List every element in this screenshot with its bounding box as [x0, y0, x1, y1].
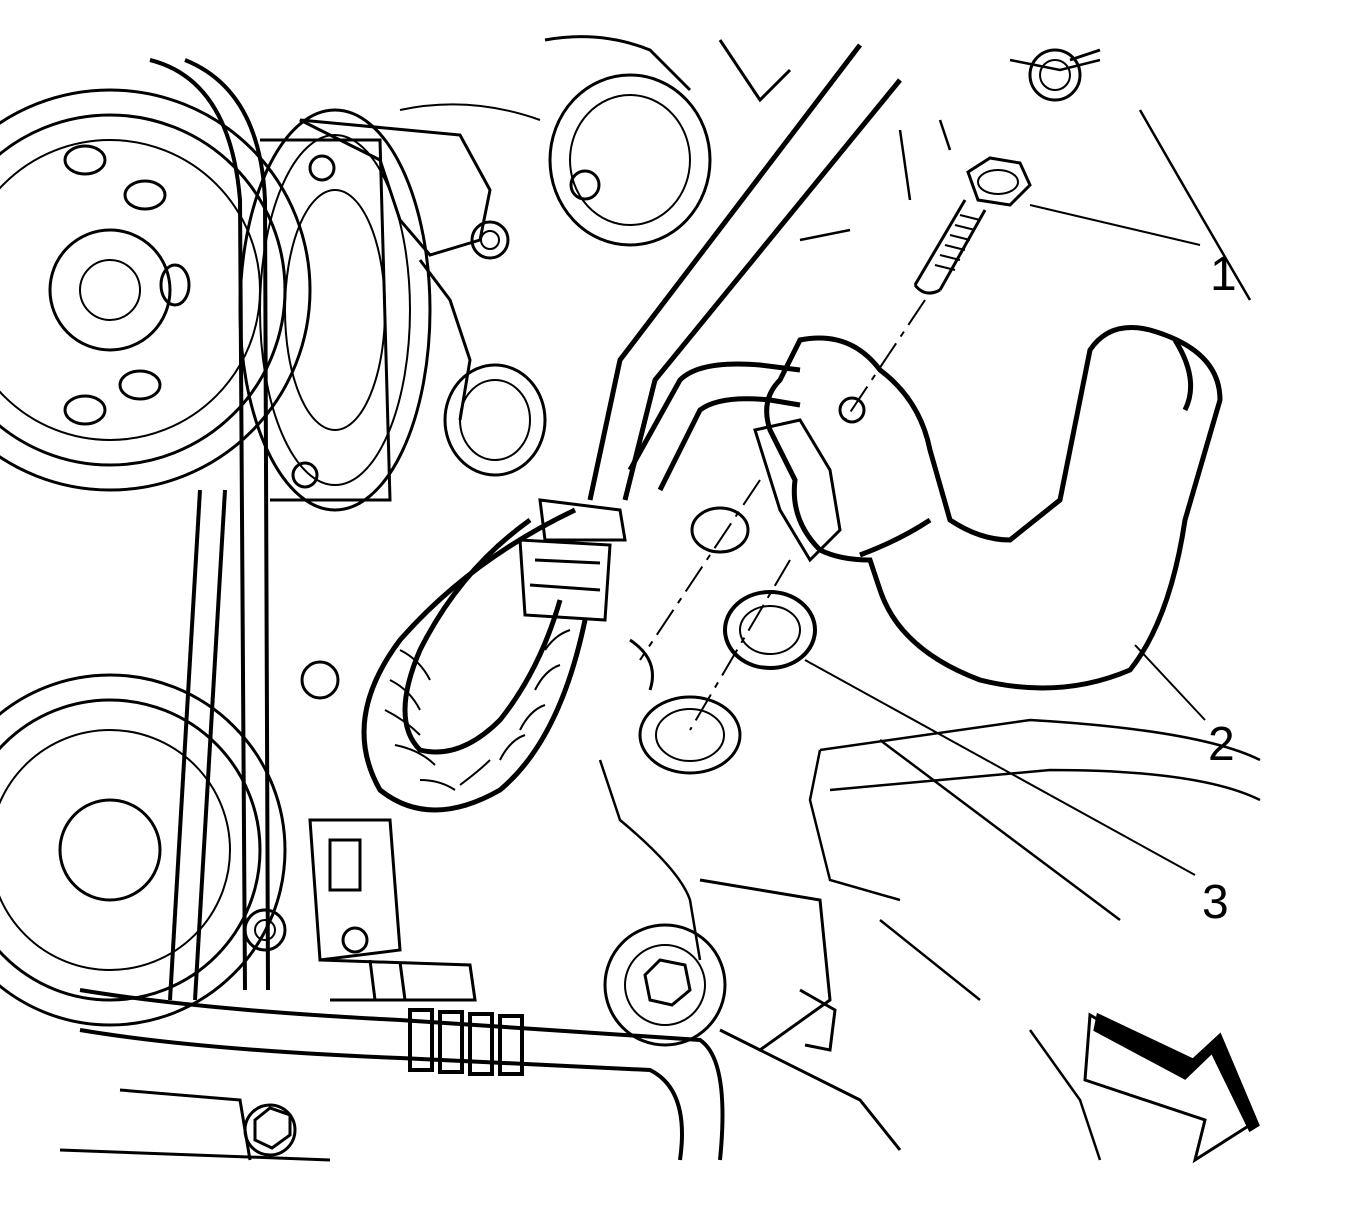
corrugated-hose	[361, 507, 588, 813]
thermostat-housing	[443, 35, 792, 477]
callout-1: 1	[1210, 248, 1237, 301]
leader-line-3	[804, 659, 1196, 876]
lower-pipe	[79, 988, 725, 1161]
block-ports	[629, 506, 750, 775]
leader-line-1	[1029, 204, 1201, 246]
callout-2: 2	[1208, 718, 1235, 771]
lower-left-bolts	[59, 660, 340, 1162]
upper-bracket	[299, 103, 541, 421]
sensor-connector	[308, 818, 477, 1002]
compressor-pulley	[238, 108, 432, 512]
engine-block	[598, 58, 1261, 1161]
bolt	[913, 156, 1032, 295]
seal	[723, 590, 817, 670]
seal-guide-lines	[639, 479, 791, 731]
callout-leaders	[804, 204, 1206, 876]
front-direction-arrow-icon	[1083, 1012, 1260, 1164]
drive-belt	[149, 58, 270, 1001]
bypass-pipe-flange	[753, 396, 866, 563]
leader-line-2	[1134, 644, 1206, 721]
hose-corrugations	[384, 629, 571, 791]
hose-fitting	[518, 498, 627, 622]
callout-3: 3	[1202, 876, 1229, 929]
top-right-bracket	[1028, 48, 1101, 102]
lower-mount	[603, 878, 902, 1151]
lower-pulley	[0, 673, 287, 1027]
